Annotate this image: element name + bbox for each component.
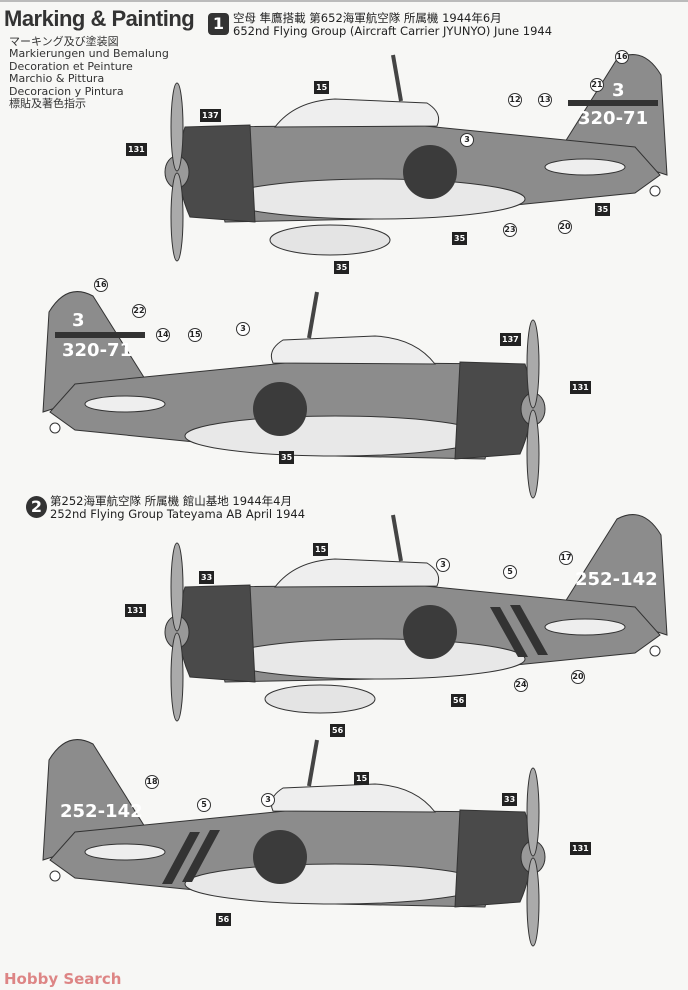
callout-circle: 18 <box>145 775 159 789</box>
tail-code: 320-71 <box>62 340 132 361</box>
callout-box: 56 <box>330 724 346 737</box>
callout-circle: 15 <box>188 328 202 342</box>
scheme-1-header: 空母 隼鷹搭載 第652海軍航空隊 所属機 1944年6月 652nd Flyi… <box>233 12 552 38</box>
fuselage-stripes <box>162 830 220 884</box>
callout-circle: 5 <box>503 565 517 579</box>
callout-circle: 22 <box>132 304 146 318</box>
callout-box: 131 <box>570 842 591 855</box>
tail-band <box>568 100 658 106</box>
title-jp: マーキング及び塗装図 <box>9 35 119 48</box>
callout-box: 33 <box>502 793 518 806</box>
aircraft-scheme-1-left: 3 320-71 <box>163 52 669 263</box>
scheme-2-en: 252nd Flying Group Tateyama AB April 194… <box>50 507 306 521</box>
callout-box: 56 <box>451 694 467 707</box>
aircraft-scheme-1-right: 3 320-71 <box>41 289 547 500</box>
scheme-2-badge: 2 <box>26 496 47 518</box>
callout-circle: 20 <box>558 220 572 234</box>
page-title: Marking & Painting <box>4 6 195 31</box>
language-titles: マーキング及び塗装図 Markierungen und Bemalung Dec… <box>9 35 169 111</box>
callout-box: 35 <box>279 451 295 464</box>
tail-band <box>55 332 145 338</box>
callout-box: 131 <box>126 143 147 156</box>
callout-box: 15 <box>354 772 370 785</box>
callout-circle: 20 <box>571 670 585 684</box>
callout-box: 15 <box>313 543 329 556</box>
callout-circle: 3 <box>236 322 250 336</box>
callout-circle: 16 <box>615 50 629 64</box>
callout-circle: 13 <box>538 93 552 107</box>
tail-number: 3 <box>72 310 85 331</box>
callout-box: 137 <box>200 109 221 122</box>
tail-code: 320-71 <box>578 108 648 129</box>
scheme-2-header: 第252海軍航空隊 所属機 館山基地 1944年4月 252nd Flying … <box>50 495 305 521</box>
callout-box: 137 <box>500 333 521 346</box>
tail-code: 252-142 <box>575 569 658 590</box>
fuselage-stripes <box>490 605 548 657</box>
callout-circle: 16 <box>94 278 108 292</box>
tail-code: 252-142 <box>60 801 143 822</box>
callout-circle: 17 <box>559 551 573 565</box>
callout-box: 131 <box>125 604 146 617</box>
title-fr: Decoration et Peinture <box>9 59 133 73</box>
watermark: Hobby Search <box>4 970 122 988</box>
callout-box: 33 <box>199 571 215 584</box>
scheme-1-jp: 空母 隼鷹搭載 第652海軍航空隊 所属機 1944年6月 <box>233 11 502 25</box>
title-es: Decoracion y Pintura <box>9 84 124 98</box>
title-cn: 標貼及著色指示 <box>9 97 86 111</box>
callout-box: 131 <box>570 381 591 394</box>
title-de: Markierungen und Bemalung <box>9 47 169 61</box>
drop-tank <box>269 224 391 256</box>
callout-box: 15 <box>314 81 330 94</box>
callout-box: 56 <box>216 913 232 926</box>
callout-circle: 5 <box>197 798 211 812</box>
callout-circle: 3 <box>261 793 275 807</box>
callout-circle: 23 <box>503 223 517 237</box>
callout-circle: 3 <box>436 558 450 572</box>
callout-box: 35 <box>595 203 611 216</box>
callout-circle: 12 <box>508 93 522 107</box>
aircraft-scheme-2-right: 252-142 <box>41 737 547 948</box>
callout-circle: 24 <box>514 678 528 692</box>
scheme-1-badge: 1 <box>208 13 229 35</box>
callout-circle: 14 <box>156 328 170 342</box>
drop-tank <box>264 684 376 714</box>
callout-box: 35 <box>452 232 468 245</box>
callout-circle: 3 <box>460 133 474 147</box>
callout-circle: 21 <box>590 78 604 92</box>
callout-box: 35 <box>334 261 350 274</box>
tail-number: 3 <box>612 80 625 101</box>
aircraft-scheme-2-left: 252-142 <box>163 512 669 723</box>
scheme-1-en: 652nd Flying Group (Aircraft Carrier JYU… <box>233 24 553 38</box>
scheme-2-jp: 第252海軍航空隊 所属機 館山基地 1944年4月 <box>50 494 292 508</box>
title-it: Marchio & Pittura <box>9 72 105 86</box>
